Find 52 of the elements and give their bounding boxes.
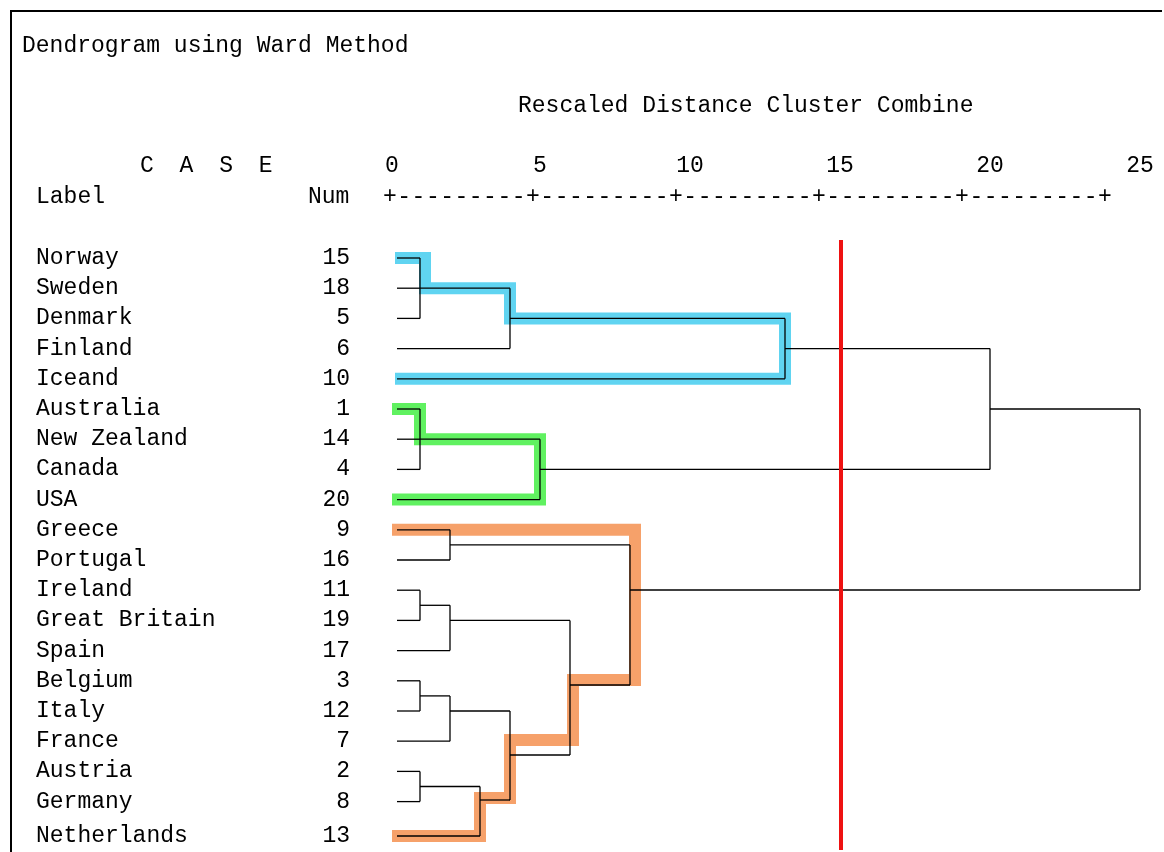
- case-number: 12: [322, 698, 350, 724]
- case-number: 17: [322, 637, 350, 664]
- case-label: Spain: [36, 637, 105, 664]
- tick-label: 10: [676, 153, 704, 179]
- case-label: Italy: [36, 698, 105, 724]
- case-label: Iceand: [36, 365, 119, 392]
- case-label: Australia: [36, 396, 161, 422]
- case-number: 18: [322, 275, 350, 302]
- case-number: 10: [322, 365, 350, 392]
- tick-label: 0: [385, 153, 399, 179]
- case-number: 14: [322, 426, 350, 453]
- column-heading: Label: [36, 184, 105, 210]
- case-label: Portugal: [36, 547, 147, 573]
- tick-label: 20: [976, 153, 1004, 179]
- case-number: 9: [336, 516, 350, 543]
- case-label: Ireland: [36, 577, 133, 604]
- case-label: France: [36, 728, 119, 755]
- column-heading: C A S E: [140, 153, 279, 179]
- case-number: 2: [336, 758, 350, 785]
- case-label: Denmark: [36, 305, 133, 332]
- case-label: Norway: [36, 245, 119, 271]
- case-number: 20: [322, 486, 350, 513]
- case-label: Great Britain: [36, 607, 216, 634]
- case-label: New Zealand: [36, 426, 188, 453]
- title: Dendrogram using Ward Method: [22, 33, 409, 59]
- case-label: Greece: [36, 516, 119, 543]
- case-number: 19: [322, 607, 350, 634]
- case-label: Finland: [36, 335, 133, 362]
- case-label: Germany: [36, 788, 133, 815]
- case-label: USA: [36, 486, 78, 513]
- case-number: 15: [322, 245, 350, 271]
- axis-title: Rescaled Distance Cluster Combine: [518, 93, 974, 119]
- case-label: Canada: [36, 456, 119, 483]
- case-number: 4: [336, 456, 350, 483]
- tick-label: 15: [826, 153, 854, 179]
- case-number: 3: [336, 667, 350, 694]
- case-number: 5: [336, 305, 350, 332]
- tick-label: 5: [533, 153, 547, 179]
- tick-label: 25: [1126, 153, 1154, 179]
- case-label: Austria: [36, 758, 133, 785]
- case-number: 13: [322, 823, 350, 849]
- case-number: 7: [336, 728, 350, 755]
- case-label: Sweden: [36, 275, 119, 302]
- case-number: 8: [336, 788, 350, 815]
- case-label: Belgium: [36, 667, 133, 694]
- axis-scale: +---------+---------+---------+---------+---------+: [383, 184, 1113, 210]
- case-number: 1: [336, 396, 350, 422]
- case-number: 6: [336, 335, 350, 362]
- case-label: Netherlands: [36, 823, 188, 849]
- column-heading: Num: [308, 184, 350, 210]
- case-number: 16: [322, 547, 350, 573]
- case-number: 11: [322, 577, 350, 604]
